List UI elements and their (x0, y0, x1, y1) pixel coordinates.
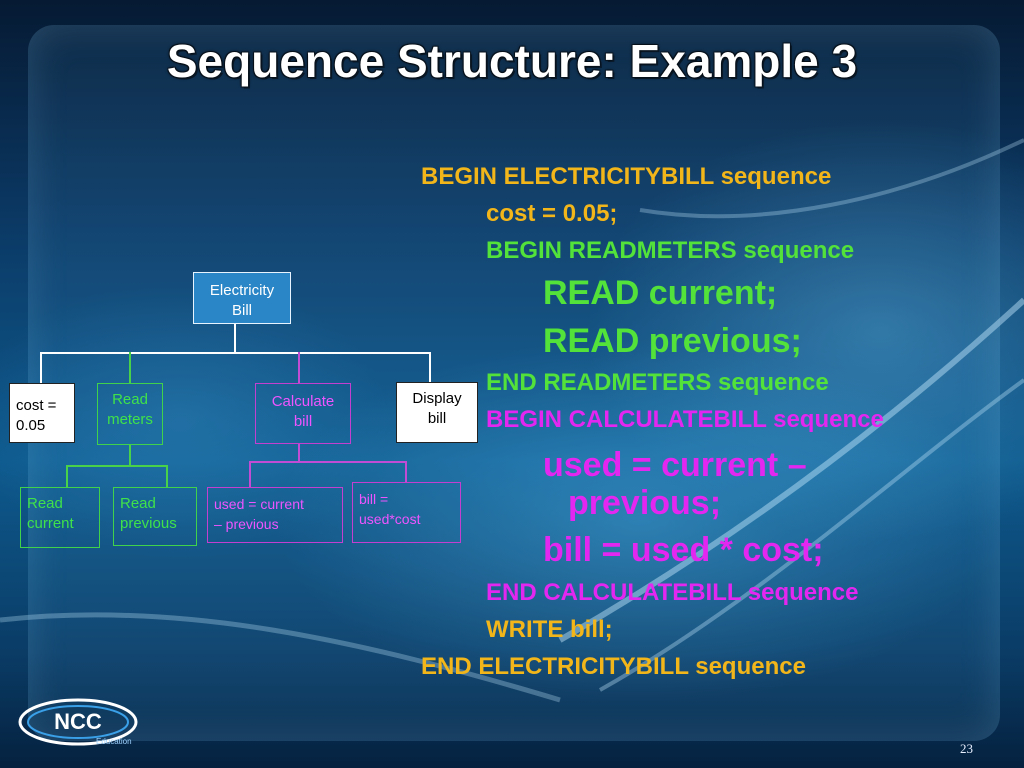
connector (66, 465, 68, 487)
connector (298, 443, 300, 462)
connector (129, 352, 131, 383)
code-token: BEGIN READMETERS sequence (486, 237, 855, 264)
slide-frame (28, 25, 1000, 741)
code-token: used = current – (543, 446, 807, 484)
code-token: END READMETERS sequence (486, 369, 829, 396)
node-calculate-bill: Calculate bill (255, 383, 351, 444)
code-token: READ previous; (543, 322, 802, 360)
node-display-bill: Display bill (396, 382, 478, 443)
node-bill-calc: bill = used*cost (352, 482, 461, 543)
code-line: previous; (568, 484, 721, 523)
node-cost: cost = 0.05 (9, 383, 75, 443)
svg-text:Education: Education (96, 737, 132, 746)
code-token: WRITE bill; (486, 616, 613, 643)
code-line: cost = 0.05; (486, 200, 617, 228)
code-line: WRITE bill; (486, 616, 613, 644)
node-read-meters: Read meters (97, 383, 163, 445)
code-line: END CALCULATEBILL sequence (486, 579, 858, 607)
code-token: BEGIN CALCULATEBILL sequence (486, 406, 884, 433)
page-number: 23 (960, 741, 973, 756)
code-line: bill = used * cost; (543, 531, 824, 570)
connector (249, 461, 406, 463)
code-line: END ELECTRICITYBILL sequence (421, 653, 806, 681)
connector (129, 445, 131, 466)
code-token: END ELECTRICITYBILL (421, 653, 689, 680)
connector (40, 352, 42, 383)
node-used-calc: used = current – previous (207, 487, 343, 543)
code-line: BEGIN READMETERS sequence (486, 237, 854, 265)
code-token: READ current; (543, 274, 778, 312)
node-electricity-bill: Electricity Bill (193, 272, 291, 324)
connector (66, 465, 167, 467)
code-line: READ current; (543, 274, 777, 313)
code-line: READ previous; (543, 322, 802, 361)
code-token: BEGIN ELECTRICITYBILL (421, 163, 714, 190)
code-line: BEGIN ELECTRICITYBILL sequence (421, 163, 831, 191)
node-read-current: Read current (20, 487, 100, 548)
code-token: cost = 0.05; (486, 200, 618, 227)
node-read-previous: Read previous (113, 487, 197, 546)
code-line: BEGIN CALCULATEBILL sequence (486, 406, 884, 434)
code-token: END CALCULATEBILL sequence (486, 579, 859, 606)
code-token: previous; (568, 484, 722, 522)
connector (298, 352, 300, 383)
connector (40, 352, 430, 354)
connector (166, 465, 168, 487)
code-line: used = current – (543, 446, 807, 485)
slide-title: Sequence Structure: Example 3 (166, 35, 858, 87)
code-token: sequence (688, 653, 806, 680)
svg-text:NCC: NCC (54, 709, 102, 734)
connector (429, 352, 431, 382)
connector (234, 323, 236, 353)
code-token: bill = used * cost; (543, 531, 824, 569)
code-token: sequence (713, 163, 832, 190)
connector (249, 461, 251, 487)
ncc-logo: NCC Education (18, 698, 138, 746)
code-line: END READMETERS sequence (486, 369, 829, 397)
connector (405, 461, 407, 483)
